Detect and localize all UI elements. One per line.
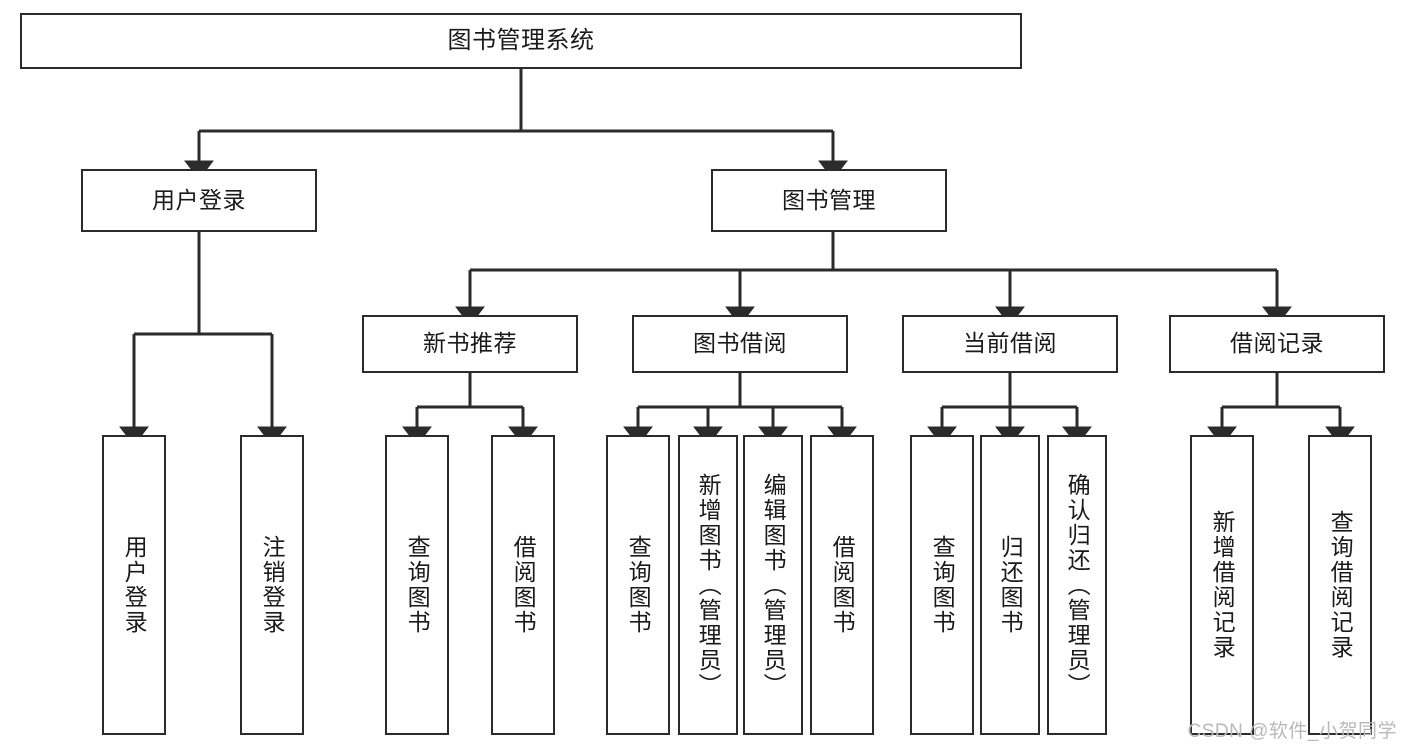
leaf-borrow-borrow-book[interactable]: 借阅图书 xyxy=(810,435,874,735)
node-label: 新书推荐 xyxy=(423,330,517,357)
node-new-book-recommend[interactable]: 新书推荐 xyxy=(362,315,578,373)
node-label: 新增借阅记录 xyxy=(1209,510,1236,660)
node-label: 借阅图书 xyxy=(829,535,856,635)
node-label: 图书借阅 xyxy=(693,330,787,357)
leaf-current-query-book[interactable]: 查询图书 xyxy=(910,435,974,735)
leaf-user-logout[interactable]: 注销登录 xyxy=(240,435,304,735)
leaf-record-add-record[interactable]: 新增借阅记录 xyxy=(1190,435,1254,735)
node-label: 注销登录 xyxy=(259,535,286,635)
leaf-user-login[interactable]: 用户登录 xyxy=(102,435,166,735)
node-book-management[interactable]: 图书管理 xyxy=(711,169,947,232)
leaf-current-return-book[interactable]: 归还图书 xyxy=(980,435,1040,735)
csdn-watermark: CSDN @软件_小贺同学 xyxy=(1187,721,1397,742)
node-label: 图书管理 xyxy=(782,186,876,213)
node-label: 查询图书 xyxy=(404,535,431,635)
node-book-borrow[interactable]: 图书借阅 xyxy=(632,315,848,373)
node-label: 用户登录 xyxy=(152,186,246,213)
node-label: 新增图书（管理员） xyxy=(695,472,722,698)
leaf-newbook-borrow-book[interactable]: 借阅图书 xyxy=(491,435,555,735)
node-label: 图书管理系统 xyxy=(447,26,595,54)
node-label: 用户登录 xyxy=(121,535,148,635)
leaf-current-confirm-return-admin[interactable]: 确认归还（管理员） xyxy=(1047,435,1107,735)
node-label: 归还图书 xyxy=(997,535,1024,635)
node-label: 借阅记录 xyxy=(1230,330,1324,357)
node-label: 确认归还（管理员） xyxy=(1064,472,1091,698)
node-borrow-record[interactable]: 借阅记录 xyxy=(1169,315,1385,373)
node-user-login[interactable]: 用户登录 xyxy=(81,169,317,232)
node-label: 借阅图书 xyxy=(510,535,537,635)
node-current-borrow[interactable]: 当前借阅 xyxy=(902,315,1118,373)
node-root-system[interactable]: 图书管理系统 xyxy=(20,13,1022,69)
leaf-borrow-add-book-admin[interactable]: 新增图书（管理员） xyxy=(678,435,738,735)
node-label: 查询图书 xyxy=(929,535,956,635)
leaf-record-query-record[interactable]: 查询借阅记录 xyxy=(1308,435,1372,735)
node-label: 查询借阅记录 xyxy=(1327,510,1354,660)
node-label: 查询图书 xyxy=(625,535,652,635)
leaf-borrow-edit-book-admin[interactable]: 编辑图书（管理员） xyxy=(743,435,803,735)
leaf-borrow-query-book[interactable]: 查询图书 xyxy=(606,435,670,735)
node-label: 当前借阅 xyxy=(963,330,1057,357)
node-label: 编辑图书（管理员） xyxy=(760,472,787,698)
leaf-newbook-query-book[interactable]: 查询图书 xyxy=(385,435,449,735)
